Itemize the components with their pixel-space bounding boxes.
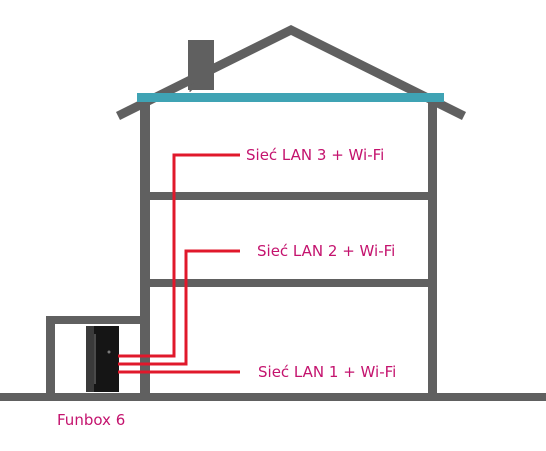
router-icon [86,326,119,392]
floor1-label: Sieć LAN 1 + Wi-Fi [258,363,396,381]
house-wall-right [428,102,437,397]
house-wall-left [140,102,150,397]
annex-wall [46,316,55,397]
floor-divider-lower [140,279,437,287]
device-label: Funbox 6 [57,411,125,429]
floor3-label: Sieć LAN 3 + Wi-Fi [246,146,384,164]
ethernet-cables [118,153,240,374]
floor-divider-upper [140,192,437,200]
annex-roof [46,316,144,324]
cable-floor-3 [118,153,240,358]
roof-band [137,93,444,102]
cable-floor-2 [118,249,240,366]
floor2-label: Sieć LAN 2 + Wi-Fi [257,242,395,260]
roof [115,24,467,121]
